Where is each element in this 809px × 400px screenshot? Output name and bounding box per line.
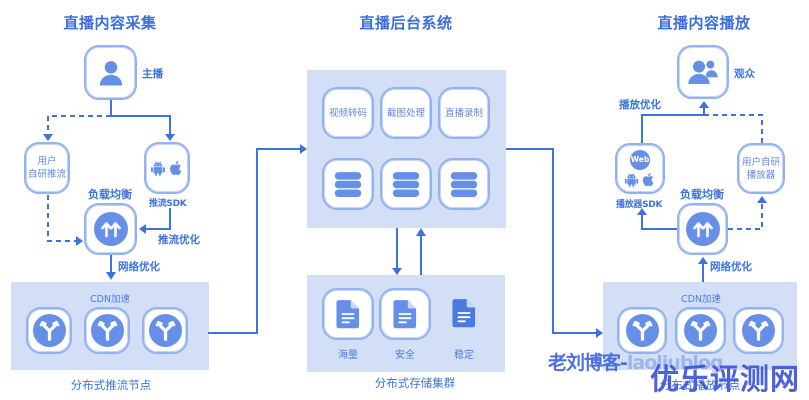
document-icon (452, 298, 476, 328)
load-balance-icon (686, 212, 720, 246)
user-push-to-lb-dashed-line (47, 195, 76, 242)
user-push-node: 用户 自研推流 (24, 142, 70, 194)
service-label: 视频转码 (328, 107, 367, 119)
play-optimization-label: 播放优化 (619, 99, 661, 111)
storage-feature-label: 海量 (338, 350, 358, 361)
arrow-head-left (139, 224, 146, 234)
storage-secure-node (379, 288, 431, 340)
user-push-label: 用户 自研推流 (27, 156, 66, 180)
anchor-to-sdk-line (111, 115, 171, 134)
storage-stable-node (452, 298, 476, 332)
player-sdk-to-audience-line (641, 108, 705, 143)
cdn-fork-icon (626, 314, 659, 347)
watermark-blog-tail: laoliublog (626, 352, 724, 374)
player-sdk-node: Web (615, 143, 665, 194)
play-cdn-node (733, 307, 784, 354)
audience-group-icon (687, 56, 719, 88)
cdn-fork-icon (742, 314, 775, 347)
apple-icon (167, 159, 185, 177)
push-sdk-node (144, 142, 190, 194)
audience-node (677, 45, 729, 99)
database-node (438, 158, 490, 210)
user-player-to-audience-dashed-line (704, 114, 763, 143)
arrow-head-up (416, 228, 426, 236)
playback-section-title: 直播内容播放 (657, 14, 751, 32)
arrow-head-down (392, 268, 402, 275)
database-node (322, 158, 374, 210)
database-icon (449, 171, 479, 198)
playback-load-balancer-node (677, 203, 728, 255)
anchor-node (84, 45, 137, 100)
apple-icon (640, 171, 657, 188)
capture-section-title: 直播内容采集 (63, 14, 157, 32)
push-cdn-node (142, 307, 188, 354)
web-badge: Web (630, 149, 650, 170)
storage-caption: 分布式存储集群 (374, 376, 456, 390)
storage-feature-label: 安全 (395, 350, 415, 361)
cdn-fork-icon (684, 314, 717, 347)
document-icon (336, 299, 360, 329)
cdn-fork-icon (91, 314, 124, 347)
backend-section-title: 直播后台系统 (359, 14, 453, 32)
database-icon (333, 171, 363, 198)
play-cdn-node (617, 307, 667, 354)
watermark-site: 优乐评测网 (650, 362, 801, 396)
database-node (380, 158, 432, 210)
android-icon (149, 159, 167, 177)
play-cdn-node (675, 307, 726, 354)
push-cdn-node (26, 307, 72, 354)
push-cdn-to-backend-line (208, 148, 300, 334)
sdk-to-lb-line (146, 208, 171, 230)
arrow-head-right (596, 328, 603, 338)
service-transcode-node: 视频转码 (322, 87, 374, 139)
storage-feature-label: 稳定 (454, 350, 474, 361)
anchor-label: 主播 (142, 68, 163, 80)
push-cdn-label: CDN加速 (89, 294, 131, 305)
service-label: 直播录制 (444, 107, 483, 119)
cdn-fork-icon (33, 314, 66, 347)
lb-to-player-sdk-line (641, 215, 677, 230)
anchor-to-user-push-dashed-line (47, 115, 111, 134)
arrow-head-right (300, 144, 307, 154)
backend-to-play-cdn-line (506, 148, 596, 334)
service-record-node: 直播录制 (438, 87, 490, 139)
load-balance-icon (94, 212, 128, 246)
push-nodes-caption: 分布式推流节点 (70, 378, 152, 392)
arrow-head-down (165, 134, 175, 141)
push-optimization-label: 推流优化 (158, 234, 200, 246)
arrow-head-up (698, 257, 708, 264)
player-sdk-label: 播放器SDK (616, 200, 663, 210)
arrow-head-up (699, 101, 709, 108)
watermark-blog: 老刘博客-laoliublog (548, 348, 724, 375)
capture-load-balancer-node (84, 203, 137, 255)
arrow-head-down (43, 134, 53, 141)
arrow-head-down (106, 272, 116, 280)
android-icon (623, 171, 640, 188)
playback-lb-label: 负载均衡 (680, 188, 724, 201)
user-player-label: 用户自研 播放器 (741, 156, 780, 181)
push-sdk-label: 推流SDK (149, 199, 187, 209)
storage-massive-node (322, 288, 374, 340)
document-icon (393, 299, 417, 329)
play-cdn-label: CDN加速 (680, 294, 722, 305)
play-nodes-caption: 分布式播放节点 (659, 378, 741, 392)
push-cdn-node (84, 307, 130, 354)
capture-network-optimization-label: 网络优化 (118, 261, 160, 273)
cdn-fork-icon (149, 314, 182, 347)
capture-lb-label: 负载均衡 (88, 188, 132, 201)
user-player-node: 用户自研 播放器 (737, 143, 785, 194)
arrow-head-up (757, 196, 767, 203)
database-icon (391, 171, 421, 198)
service-label: 截图处理 (386, 107, 425, 119)
lb-to-user-player-dashed-line (728, 203, 763, 230)
audience-label: 观众 (734, 68, 755, 80)
service-snapshot-node: 截图处理 (380, 87, 432, 139)
person-icon (96, 58, 126, 88)
playback-network-optimization-label: 网络优化 (710, 261, 752, 273)
watermark-blog-text: 老刘博客- (548, 352, 628, 374)
arrow-head-right (76, 236, 83, 246)
